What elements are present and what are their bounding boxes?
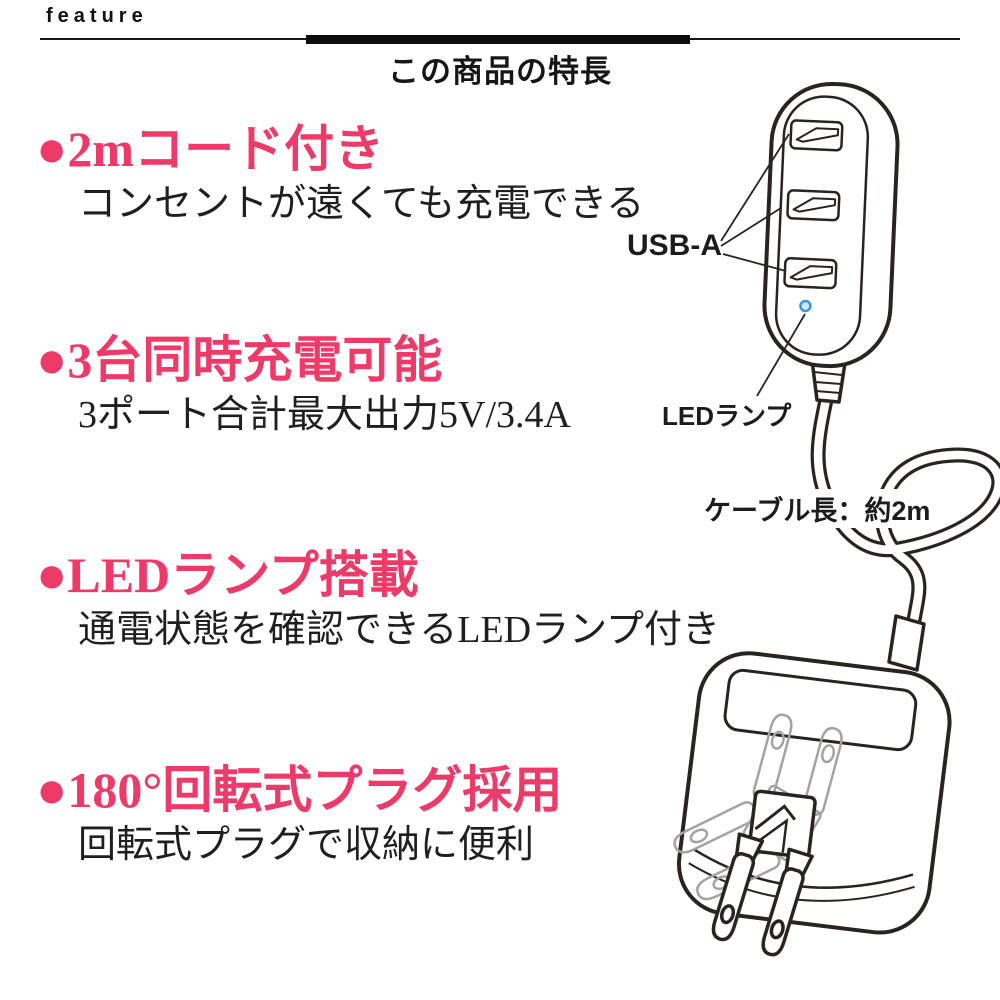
- plug-prongs-icon: [708, 832, 814, 959]
- page-title: この商品の特長: [388, 54, 612, 89]
- feature-heading: ●180°回転式プラグ採用: [36, 761, 660, 821]
- feature-description: 回転式プラグで収納に便利: [78, 823, 535, 866]
- feature-item-rotating-plug: ●180°回転式プラグ採用 回転式プラグで収納に便利: [0, 761, 660, 867]
- feature-item-cord: ●2mコード付き コンセントが遠くても充電できる: [0, 120, 660, 226]
- led-lamp-label: LEDランプ: [662, 401, 792, 431]
- bullet-icon: ●: [36, 332, 68, 389]
- bullet-icon: ●: [36, 762, 68, 819]
- feature-item-led: ●LEDランプ搭載 通電状態を確認できるLEDランプ付き: [0, 546, 720, 652]
- cable-boot-icon: [887, 614, 926, 672]
- feature-heading-text: 3台同時充電可能: [67, 332, 443, 388]
- cable-length-label: ケーブル長：約2m: [700, 489, 935, 528]
- product-diagram: [669, 81, 1000, 959]
- header-bar: [306, 35, 690, 44]
- eyebrow-label: feature: [46, 5, 148, 27]
- usb-a-label: USB-A: [627, 229, 722, 262]
- feature-heading-text: 180°回転式プラグ採用: [67, 762, 563, 818]
- usb-port-icon: [783, 257, 838, 290]
- feature-item-simultaneous: ●3台同時充電可能 3ポート合計最大出力5V/3.4A: [0, 331, 660, 437]
- led-indicator-icon: [799, 299, 812, 313]
- usb-port-icon: [786, 189, 841, 222]
- usb-charger-illustration: [762, 81, 900, 369]
- usb-port-icon: [789, 119, 844, 152]
- rotating-hub-icon: [747, 789, 817, 859]
- feature-heading: ●3台同時充電可能: [36, 331, 660, 391]
- feature-description: 通電状態を確認できるLEDランプ付き: [78, 608, 720, 651]
- feature-heading: ●LEDランプ搭載: [36, 546, 660, 606]
- feature-description: コンセントが遠くても充電できる: [78, 182, 645, 225]
- bullet-icon: ●: [36, 121, 68, 178]
- feature-heading: ●2mコード付き: [36, 120, 660, 180]
- feature-heading-text: LEDランプ搭載: [67, 547, 419, 603]
- leader-lines: [720, 133, 806, 397]
- feature-description: 3ポート合計最大出力5V/3.4A: [78, 393, 571, 436]
- bullet-icon: ●: [36, 547, 68, 604]
- feature-heading-text: 2mコード付き: [67, 121, 385, 177]
- wall-plug-illustration: [669, 651, 952, 959]
